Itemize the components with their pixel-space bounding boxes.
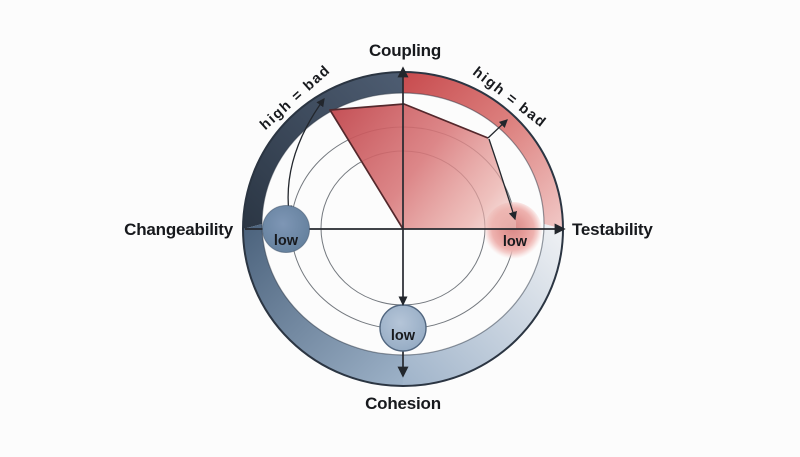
testability-low-arrow [488, 138, 517, 221]
changeability-low-high-arrow [283, 97, 325, 215]
axis-label-cohesion: Cohesion [365, 394, 441, 413]
metric-polygon-fill [330, 104, 516, 229]
low-marker-left [262, 205, 310, 253]
cohesion-inner-arrowhead [398, 296, 408, 306]
ring-quadrant-lower-right [403, 224, 563, 386]
low-label-bottom: low [391, 328, 416, 344]
low-label-left: low [274, 233, 299, 249]
low-label-right: low [503, 234, 528, 250]
outer-ring [242, 71, 564, 387]
metric-polygon-outline [329, 103, 489, 230]
ring-quadrant-upper-right [403, 72, 563, 229]
axis-label-changeability: Changeability [124, 220, 234, 239]
testability-high-arrow [487, 119, 508, 139]
axis-label-testability: Testability [572, 220, 653, 239]
annotation-arrows [283, 97, 517, 221]
ring-quadrant-lower-left [243, 224, 403, 386]
axis-label-coupling: Coupling [369, 41, 441, 60]
